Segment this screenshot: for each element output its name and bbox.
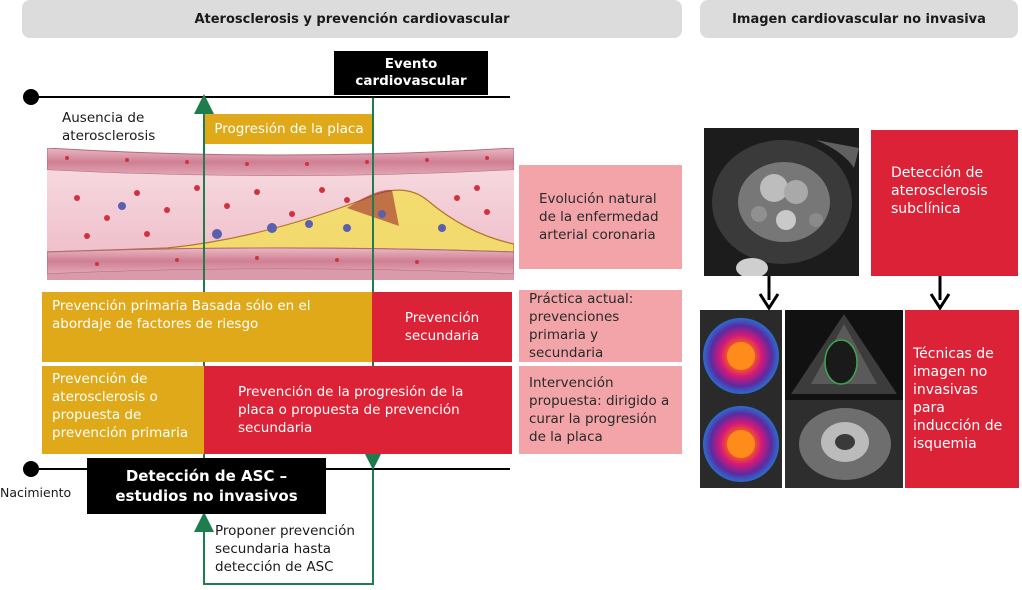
propose-secondary-text: Proponer prevención secundaria hasta det… xyxy=(215,523,355,575)
plaque-progression-label: Progresión de la placa xyxy=(204,114,374,144)
ischemia-imaging-box: Técnicas de imagen no invasivas para ind… xyxy=(905,310,1019,488)
current-practice-box: Práctica actual: prevenciones primaria y… xyxy=(519,290,682,362)
header-imaging: Imagen cardiovascular no invasiva xyxy=(700,0,1018,38)
down-arrow-right xyxy=(929,276,951,310)
ct-scan-image xyxy=(704,128,859,276)
proposed-intervention-box: Intervención propuesta: dirigido a curar… xyxy=(519,366,682,454)
down-arrow-left xyxy=(758,276,780,310)
atherosclerosis-prevention-box: Prevención de aterosclerosis o propuesta… xyxy=(42,366,204,454)
subclinical-detection-box: Detección de aterosclerosis subclínica xyxy=(871,130,1018,276)
timeline-bottom-dot xyxy=(23,461,39,477)
primary-prevention-box: Prevención primaria Basada sólo en el ab… xyxy=(42,292,372,362)
plaque-progression-prevention-box: Prevención de la progresión de la placa … xyxy=(204,366,512,454)
timeline-top-line xyxy=(30,96,510,98)
header-atherosclerosis: Aterosclerosis y prevención cardiovascul… xyxy=(22,0,682,38)
artery-illustration xyxy=(47,148,514,280)
birth-label: Nacimiento xyxy=(0,485,72,500)
detection-box: Detección de ASC – estudios no invasivos xyxy=(87,458,326,514)
timeline-top-dot xyxy=(23,89,39,105)
perfusion-scan-image xyxy=(700,310,782,488)
event-cardiovascular-box: Evento cardiovascular xyxy=(334,51,488,95)
echo-mri-image xyxy=(785,310,903,488)
natural-evolution-box: Evolución natural de la enfermedad arter… xyxy=(519,165,682,269)
secondary-prevention-box: Prevención secundaria xyxy=(372,292,512,362)
no-atherosclerosis-label: Ausencia de aterosclerosis xyxy=(62,110,156,144)
